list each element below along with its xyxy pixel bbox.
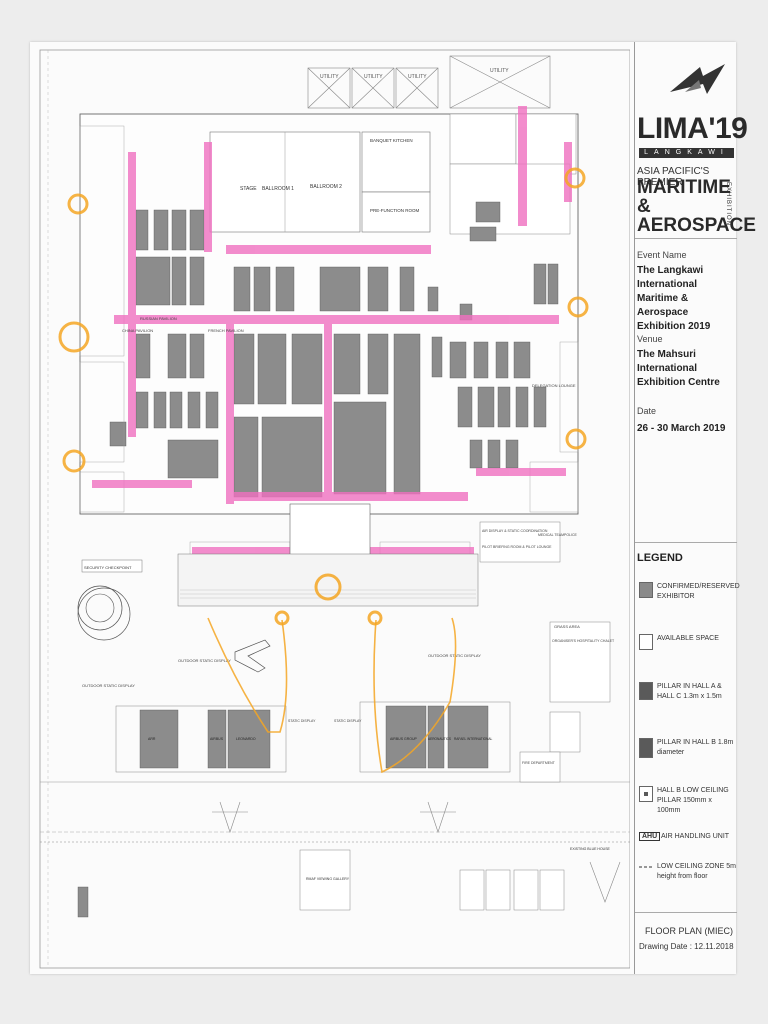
legend-item-low-ceiling-pillar: HALL B LOW CEILING PILLAR 150mm x 100mm bbox=[639, 786, 735, 814]
stage-label: STAGE bbox=[240, 186, 257, 192]
tagline-small: ASIA PACIFIC'S PREMIER bbox=[637, 166, 710, 188]
chalet-label-arr: ARR bbox=[148, 737, 156, 741]
event-name-label: Event Name bbox=[637, 250, 687, 260]
legend-swatch bbox=[639, 682, 653, 700]
legend-item-low-ceiling-zone: LOW CEILING ZONE 5m height from floor bbox=[639, 862, 736, 886]
china-pavilion-label: CHINA PAVILION bbox=[122, 328, 153, 333]
legend-label: PILLAR IN HALL A & HALL C 1.3m x 1.5m bbox=[657, 683, 722, 700]
legend-swatch bbox=[639, 634, 653, 650]
legend-item-confirmed: CONFIRMED/RESERVED EXHIBITOR bbox=[639, 582, 740, 606]
lima-logo-icon bbox=[670, 64, 725, 94]
existing-blue-house-label: EXISTING BLUE HOUSE bbox=[570, 847, 611, 851]
divider bbox=[635, 542, 737, 543]
exhibitor-booths bbox=[77, 201, 559, 918]
legend-item-pillar-a-c: PILLAR IN HALL A & HALL C 1.3m x 1.5m bbox=[639, 682, 735, 706]
utility-label-1: UTILITY bbox=[320, 74, 339, 80]
tagline-big: MARITIME & AEROSPACE bbox=[637, 177, 756, 236]
chalet-label-aeronautics: AERONAUTICS bbox=[428, 737, 451, 741]
legend-item-pillar-b: PILLAR IN HALL B 1.8m diameter bbox=[639, 738, 735, 762]
banquet-kitchen-label: BANQUET KITCHEN bbox=[370, 138, 413, 143]
legend-label: AVAILABLE SPACE bbox=[657, 635, 719, 642]
divider bbox=[635, 912, 737, 913]
legend-title: LEGEND bbox=[637, 552, 683, 564]
utility-blocks bbox=[307, 55, 551, 109]
legend-item-ahu: AHU AIR HANDLING UNIT bbox=[639, 832, 735, 846]
venue-value: The Mahsuri International Exhibition Cen… bbox=[637, 349, 720, 388]
utility-label-2: UTILITY bbox=[364, 74, 383, 80]
organisers-hospitality-label: ORGANISER'S HOSPITALITY CHALET bbox=[552, 639, 615, 643]
static-display-label-2: STATIC DISPLAY bbox=[334, 719, 362, 723]
location-bar: LANGKAWI bbox=[639, 148, 734, 158]
outdoor-static-label-1: OUTDOOR STATIC DISPLAY bbox=[82, 683, 135, 688]
chalet-label-leonardo: LEONARDO bbox=[236, 737, 256, 741]
drawing-date: Drawing Date : 12.11.2018 bbox=[639, 942, 734, 951]
medical-team-label: MEDICAL TEAM bbox=[538, 533, 564, 537]
floor-plan-drawing: UTILITY UTILITY UTILITY UTILITY STAGE BA… bbox=[39, 49, 630, 969]
outdoor-static-label-2: OUTDOOR STATIC DISPLAY bbox=[178, 658, 231, 663]
legend-label: AIR HANDLING UNIT bbox=[661, 833, 730, 840]
legend-label: HALL B LOW CEILING PILLAR 150mm x 100mm bbox=[657, 787, 729, 814]
legend-label: CONFIRMED/RESERVED EXHIBITOR bbox=[657, 583, 740, 600]
pre-function-label: PRE-FUNCTION ROOM bbox=[370, 208, 419, 213]
divider bbox=[635, 238, 737, 239]
viewing-gallery-label: RMAF VIEWING GALLERY bbox=[306, 877, 350, 881]
chalet-label-rafael: RAFAEL INTERNATIONAL bbox=[454, 737, 492, 741]
security-checkpoint-label: SECURITY CHECKPOINT bbox=[84, 565, 132, 570]
police-label: POLICE bbox=[564, 533, 578, 537]
event-name-value: The Langkawi International Maritime & Ae… bbox=[637, 265, 711, 332]
utility-label-4: UTILITY bbox=[490, 68, 509, 74]
floor-plan-sheet: UTILITY UTILITY UTILITY UTILITY STAGE BA… bbox=[30, 42, 756, 974]
grass-area-label: GRASS AREA bbox=[554, 624, 580, 629]
russian-pavilion-label: RUSSIAN PAVILION bbox=[140, 316, 177, 321]
venue-label: Venue bbox=[637, 334, 663, 344]
aircraft-icon bbox=[234, 639, 271, 673]
tagline-big-line-1: MARITIME & bbox=[637, 177, 731, 217]
delegation-lounge-label: DELEGATION LOUNGE bbox=[532, 383, 576, 388]
static-display-label-1: STATIC DISPLAY bbox=[288, 719, 316, 723]
tagline-side: EXHIBITION bbox=[725, 182, 731, 227]
tagline-big-line-2: AEROSPACE bbox=[637, 215, 756, 236]
chalet-label-airbus-group: AIRBUS GROUP bbox=[390, 737, 418, 741]
air-display-label: AIR DISPLAY & STATIC COORDINATION bbox=[482, 529, 548, 533]
legend-item-available: AVAILABLE SPACE bbox=[639, 634, 735, 654]
legend-swatch bbox=[639, 786, 653, 802]
date-value: 26 - 30 March 2019 bbox=[637, 423, 726, 434]
ballroom-1-label: BALLROOM 1 bbox=[262, 186, 294, 192]
french-pavilion-label: FRENCH PAVILION bbox=[208, 328, 244, 333]
ahu-icon: AHU bbox=[639, 832, 661, 841]
utility-label-3: UTILITY bbox=[408, 74, 427, 80]
ballroom-2-label: BALLROOM 2 bbox=[310, 184, 342, 190]
event-logo-text: LIMA'19 bbox=[637, 112, 748, 145]
chalet-label-airbus: AIRBUS bbox=[210, 737, 224, 741]
fire-dept-label: FIRE DEPARTMENT bbox=[522, 761, 556, 765]
date-label: Date bbox=[637, 406, 657, 416]
legend-swatch bbox=[639, 738, 653, 758]
title-panel: LIMA'19 LANGKAWI ASIA PACIFIC'S PREMIER … bbox=[634, 42, 756, 974]
legend-swatch bbox=[639, 582, 653, 598]
floor-plan-title: FLOOR PLAN (MIEC) bbox=[645, 926, 734, 936]
legend-label: PILLAR IN HALL B 1.8m diameter bbox=[657, 739, 734, 756]
dashed-line-icon bbox=[639, 866, 653, 868]
entrance-plaza bbox=[177, 553, 479, 607]
pilot-briefing-label: PILOT BRIEFING ROOM & PILOT LOUNGE bbox=[482, 545, 552, 549]
legend-label: LOW CEILING ZONE 5m height from floor bbox=[657, 863, 736, 880]
